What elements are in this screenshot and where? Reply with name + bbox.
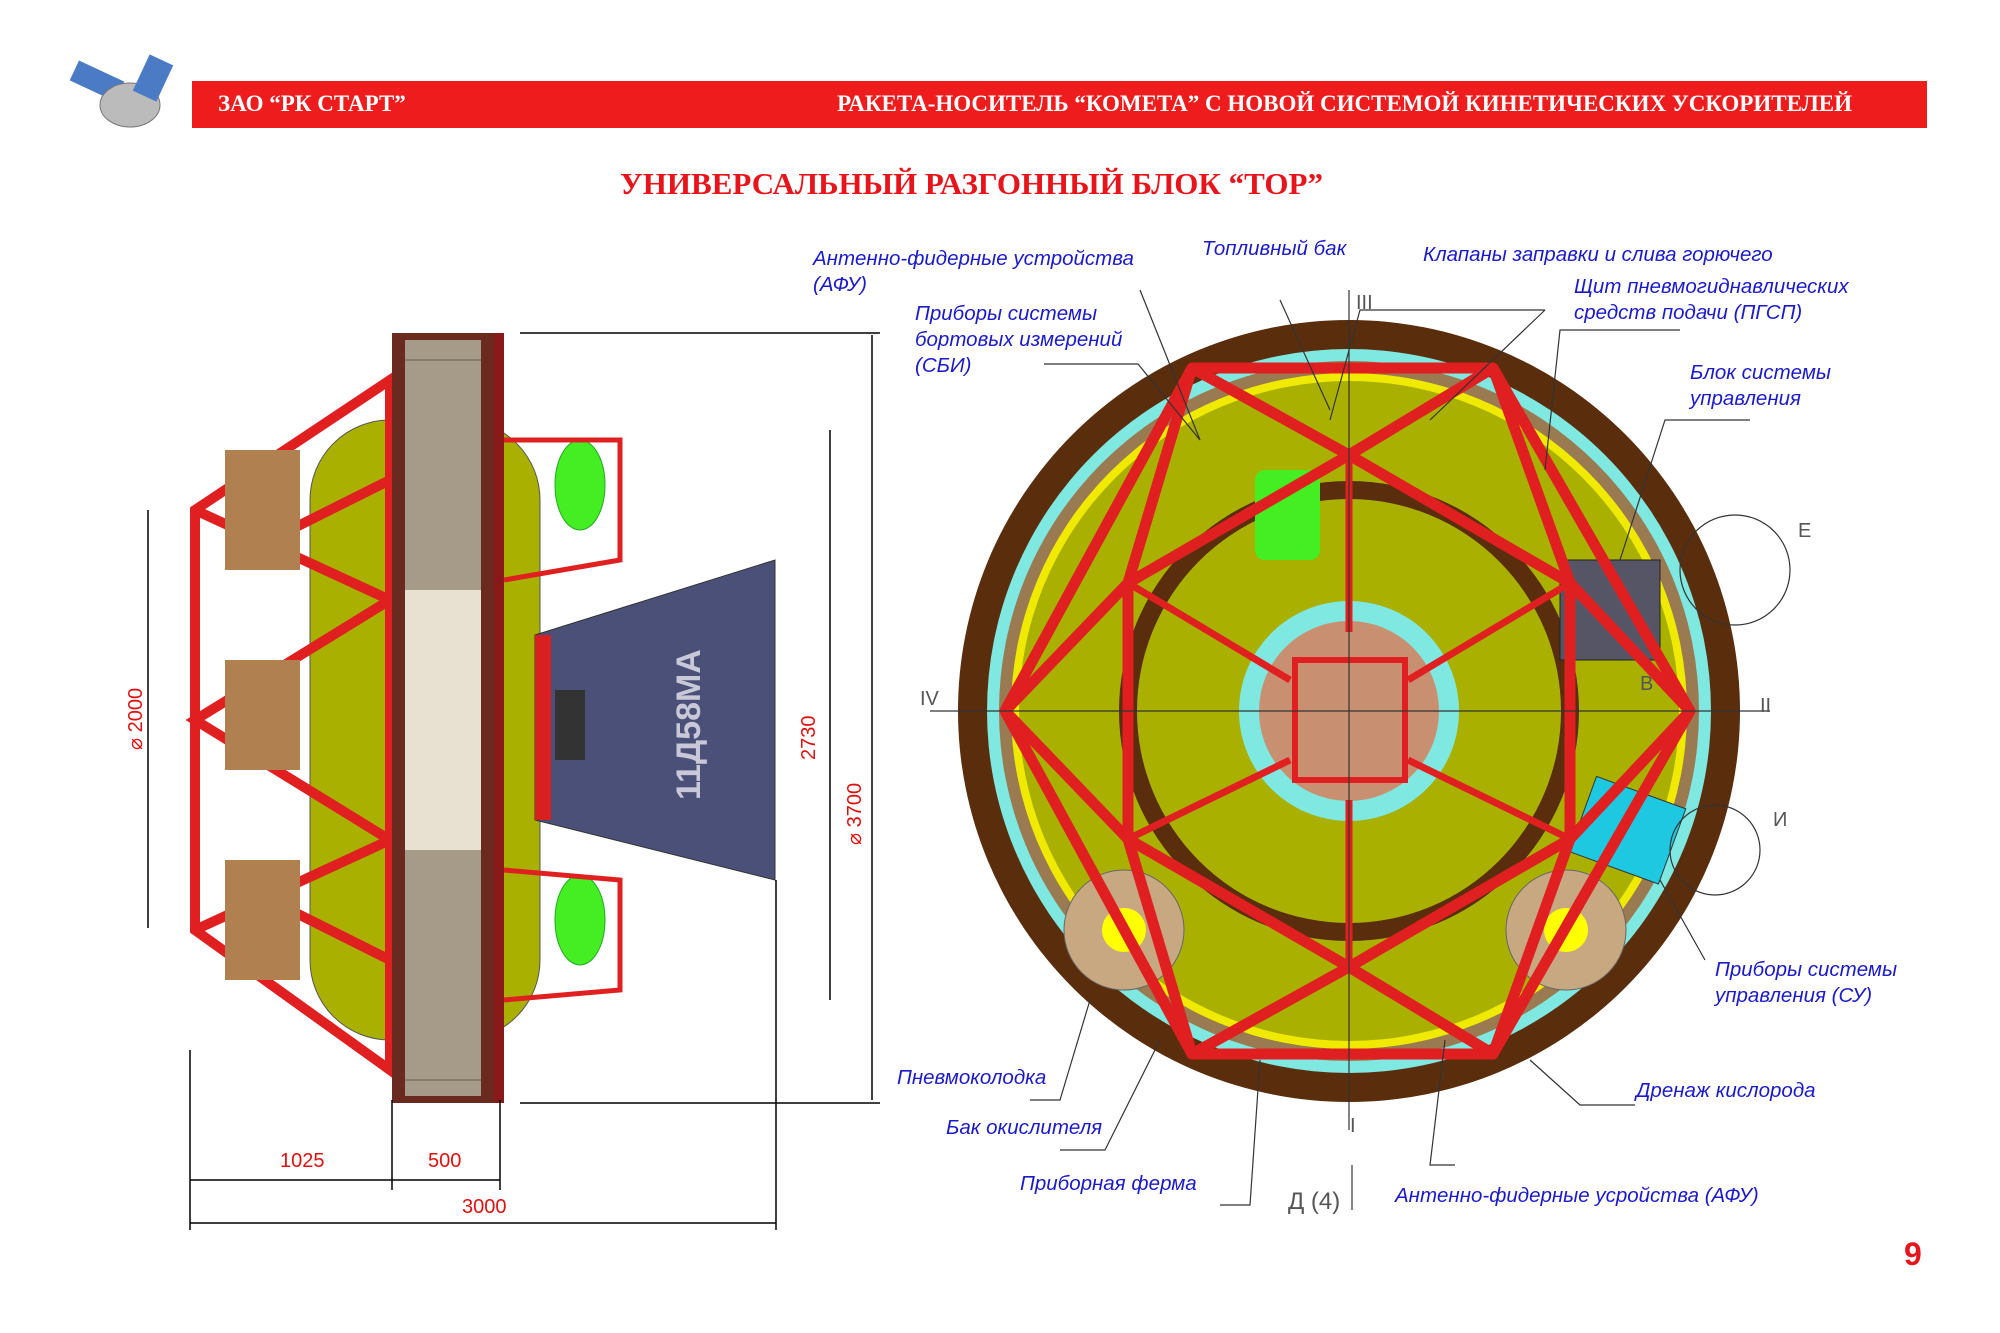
label-afu-top: Антенно-фидерные устройства (АФУ)	[813, 246, 1134, 298]
label-truss: Приборная ферма	[1020, 1172, 1197, 1195]
label-fuel-tank: Топливный бак	[1202, 237, 1347, 260]
dim-l500: 500	[428, 1150, 462, 1172]
axis-III: III	[1356, 292, 1373, 314]
dim-d2000: ⌀ 2000	[125, 687, 147, 750]
label-line: (СБИ)	[915, 354, 972, 377]
company-name: ЗАО “РК СТАРТ”	[218, 91, 406, 116]
label-su: Приборы системы управления (СУ)	[1715, 957, 1897, 1009]
label-line: управления	[1690, 387, 1801, 410]
side-view-drawing	[185, 333, 776, 1103]
page-title: УНИВЕРСАЛЬНЫЙ РАЗГОННЫЙ БЛОК “ТОР”	[620, 166, 1323, 201]
label-line: Блок системы	[1690, 361, 1831, 384]
label-cu-block: Блок системы управления	[1690, 360, 1831, 412]
detail-I: И	[1773, 809, 1788, 831]
label-pgsp: Щит пневмогиднавлических средств подачи (…	[1574, 274, 1849, 326]
dimension-lines	[147, 332, 880, 1230]
detail-E: Е	[1798, 520, 1812, 542]
label-oxidizer: Бак окислителя	[946, 1116, 1103, 1139]
dim-d3700: ⌀ 3700	[844, 782, 866, 845]
label-line: (АФУ)	[813, 273, 867, 296]
dim-h2730: 2730	[798, 715, 820, 761]
label-afu-bottom: Антенно-фидерные усройства (АФУ)	[1395, 1184, 1759, 1207]
dim-l1025: 1025	[280, 1150, 325, 1172]
label-line: средств подачи (ПГСП)	[1574, 301, 1803, 324]
label-pneumo: Пневмоколодка	[897, 1066, 1047, 1089]
detail-V: В	[1640, 673, 1654, 695]
header-subject: РАКЕТА-НОСИТЕЛЬ “КОМЕТА” С НОВОЙ СИСТЕМО…	[837, 91, 1852, 116]
axis-IV: IV	[920, 688, 939, 710]
satellite-logo	[69, 54, 174, 128]
engine-label: 11Д58МА	[670, 649, 708, 800]
label-line: бортовых измерений	[915, 328, 1123, 351]
header-bar: ЗАО “РК СТАРТ” РАКЕТА-НОСИТЕЛЬ “КОМЕТА” …	[192, 81, 1927, 128]
label-drain: Дренаж кислорода	[1636, 1079, 1816, 1102]
label-line: Щит пневмогиднавлических	[1574, 275, 1849, 298]
label-line: Приборы системы	[1715, 958, 1898, 981]
axis-I: I	[1350, 1115, 1356, 1137]
label-line: Антенно-фидерные устройства	[813, 247, 1134, 270]
view-marker: Д (4)	[1288, 1188, 1341, 1215]
label-valves: Клапаны заправки и слива горючего	[1423, 243, 1773, 266]
page-number: 9	[1904, 1236, 1922, 1272]
leader-lines	[930, 289, 1791, 1210]
label-line: управления (СУ)	[1715, 984, 1873, 1007]
axis-II: II	[1760, 695, 1772, 717]
label-line: Приборы системы	[915, 302, 1098, 325]
label-sbi: Приборы системы бортовых измерений (СБИ)	[915, 301, 1122, 379]
dim-l3000: 3000	[462, 1196, 507, 1218]
